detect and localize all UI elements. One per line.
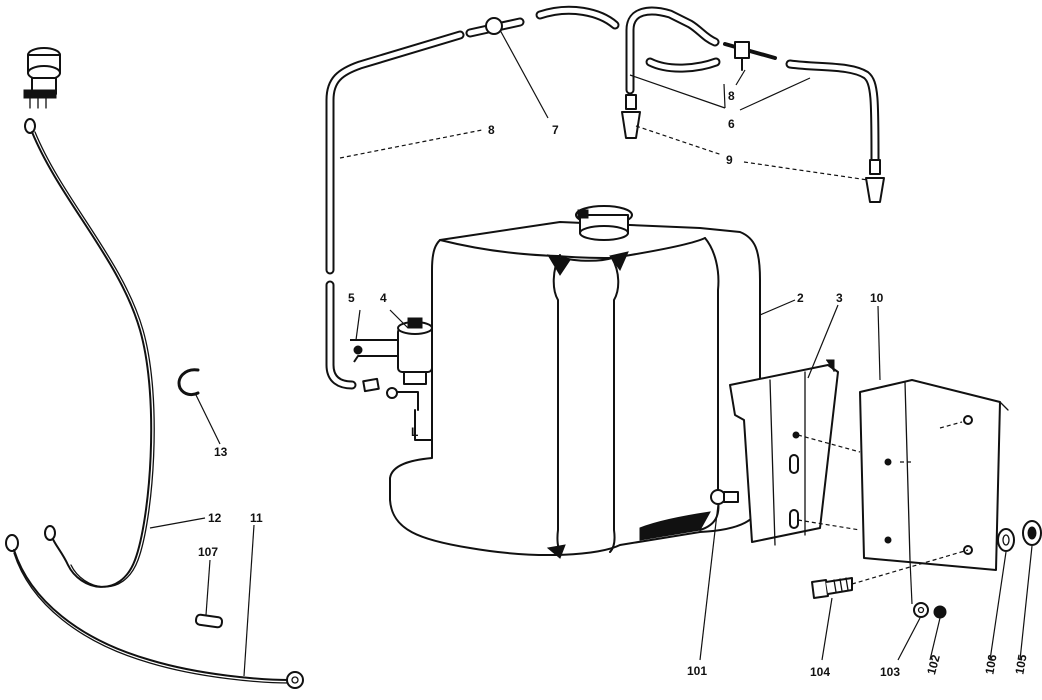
bracket-10	[859, 379, 1009, 571]
callout-103: 103	[880, 665, 900, 679]
callout-10: 10	[870, 291, 884, 305]
plug-107	[194, 613, 224, 629]
leader-lines	[149, 29, 1033, 677]
callout-labels: 2 3 4 5 6 7 8 8 9 10 11 12 13 101 102 10…	[198, 89, 1030, 679]
callout-7: 7	[552, 123, 559, 137]
callout-13: 13	[214, 445, 228, 459]
callout-9: 9	[726, 153, 733, 167]
callout-104: 104	[810, 665, 830, 679]
reservoir-tank-2	[389, 205, 761, 559]
callout-102: 102	[924, 653, 943, 676]
wire-12	[24, 118, 155, 588]
callout-106: 106	[982, 653, 999, 675]
callout-3: 3	[836, 291, 843, 305]
callout-2: 2	[797, 291, 804, 305]
callout-11: 11	[250, 511, 263, 525]
callout-4: 4	[380, 291, 387, 305]
callout-8-hose: 8	[488, 123, 495, 137]
callout-101: 101	[687, 664, 707, 678]
washer-switch	[23, 47, 61, 109]
callout-5: 5	[348, 291, 355, 305]
washer-106	[997, 528, 1015, 552]
callout-12: 12	[208, 511, 222, 525]
washer-pump-4	[386, 317, 433, 441]
screw-104	[811, 577, 853, 599]
callout-107: 107	[198, 545, 218, 559]
connector-7	[465, 5, 620, 38]
callout-105: 105	[1012, 653, 1029, 675]
wire-11	[5, 534, 304, 689]
callout-8-connector: 8	[728, 89, 735, 103]
washer-103	[913, 602, 929, 618]
mounting-plate-3	[729, 359, 839, 546]
hoses-6	[625, 6, 880, 165]
bolt-101	[710, 489, 739, 505]
clip-13	[177, 368, 200, 397]
hose-8-left	[325, 30, 465, 390]
nozzle-9-right	[865, 159, 885, 203]
bracket-5	[350, 339, 399, 363]
callout-L: L	[411, 425, 418, 439]
callout-6: 6	[728, 117, 735, 131]
nut-105	[1022, 520, 1042, 546]
nozzle-9-left	[621, 94, 641, 139]
hose-stub	[362, 377, 380, 393]
nut-102	[933, 605, 947, 619]
